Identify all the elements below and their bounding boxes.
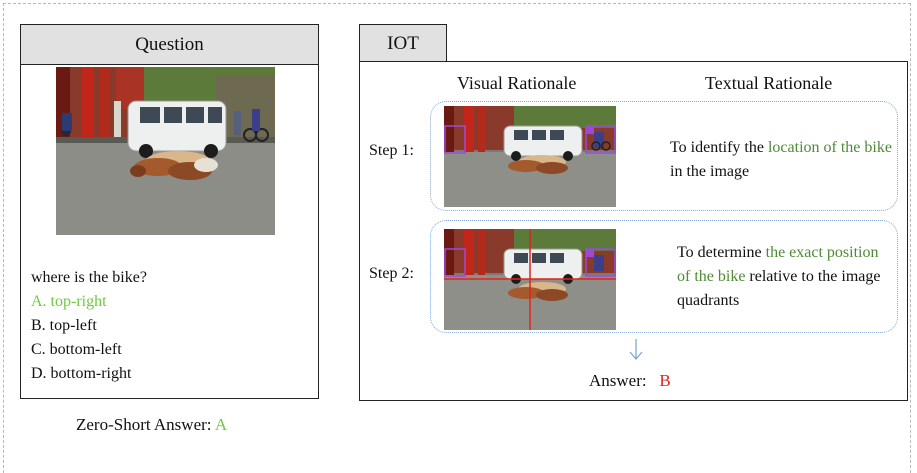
- step-2-image: [444, 229, 616, 330]
- option-d: D. bottom-right: [31, 365, 132, 382]
- step-2-box: [430, 220, 898, 333]
- visual-rationale-header: Visual Rationale: [457, 73, 577, 93]
- step-2-label: Step 2:: [369, 265, 414, 282]
- figure-frame: [3, 3, 911, 473]
- step-1-box: [430, 101, 898, 211]
- iot-tab: IOT: [359, 24, 447, 62]
- question-photo: [56, 67, 275, 235]
- question-text-block: where is the bike? A. top-right B. top-l…: [31, 266, 147, 386]
- step-1-text: To identify the location of the bike in …: [670, 136, 895, 184]
- down-arrow-icon: [629, 339, 643, 360]
- question-prompt: where is the bike?: [31, 269, 147, 286]
- zero-shot-value: A: [214, 415, 228, 434]
- textual-rationale-header: Textual Rationale: [705, 73, 833, 93]
- step-1-image: [444, 106, 616, 207]
- step-1-text-after: in the image: [670, 163, 750, 180]
- step-2-highlight: the exact position of the bike: [677, 244, 879, 285]
- option-c: C. bottom-left: [31, 341, 122, 358]
- option-a: A. top-right: [31, 293, 107, 310]
- zero-shot-label: Zero-Short Answer:: [76, 415, 212, 434]
- step-1-highlight: location of the bike: [767, 139, 892, 156]
- answer-label: Answer:: [589, 371, 647, 390]
- step-1-label: Step 1:: [369, 142, 414, 159]
- step-2-text-before: To determine: [677, 244, 766, 261]
- zero-shot-answer: Zero-Short Answer: A: [76, 415, 227, 435]
- step-2-text: To determine the exact position of the b…: [677, 241, 892, 313]
- step-2-text-after: relative to the image quadrants: [677, 268, 881, 309]
- iot-answer: Answer: B: [589, 371, 671, 391]
- question-header: Question: [21, 25, 318, 65]
- step-1-text-before: To identify the: [670, 139, 768, 156]
- option-b: B. top-left: [31, 317, 97, 334]
- answer-value: B: [659, 371, 671, 390]
